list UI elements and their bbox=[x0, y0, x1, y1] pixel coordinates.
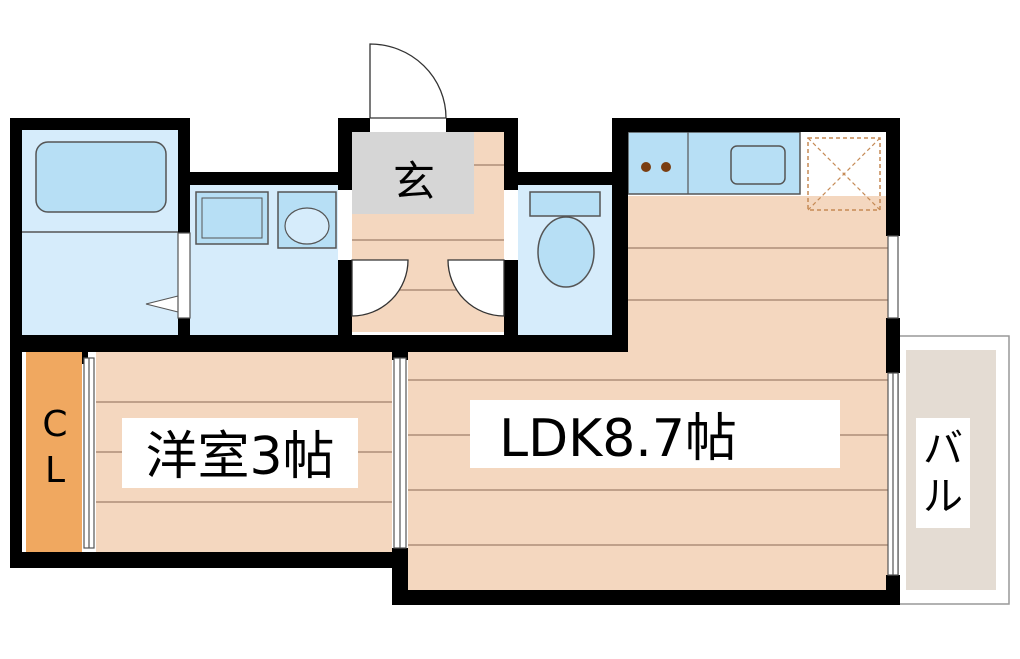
closet-label-bottom: L bbox=[45, 450, 65, 491]
washroom-door-swing bbox=[351, 259, 409, 317]
bathroom-door bbox=[177, 232, 191, 319]
fridge-space bbox=[807, 137, 881, 211]
floor-fills bbox=[22, 130, 1010, 605]
western-room-label-bg bbox=[122, 418, 358, 488]
door-swings bbox=[351, 43, 505, 317]
walls bbox=[10, 118, 900, 605]
toilet-door-swing bbox=[447, 259, 505, 317]
balcony-label-top: バ bbox=[923, 426, 963, 472]
bathtub bbox=[35, 141, 167, 213]
openings bbox=[83, 232, 899, 576]
stove-burner bbox=[661, 162, 671, 172]
fixtures bbox=[22, 131, 881, 313]
entrance-label: 玄 bbox=[393, 157, 435, 206]
ldk-floor bbox=[408, 196, 888, 590]
entrance-tile bbox=[352, 132, 474, 214]
closet-label-top: C bbox=[42, 404, 67, 445]
balcony-label-bottom: ル bbox=[923, 474, 963, 520]
kitchen-sink bbox=[730, 145, 786, 185]
toilet-bowl bbox=[537, 216, 595, 288]
closet-floor bbox=[26, 352, 82, 552]
ldk-label-bg bbox=[470, 400, 840, 468]
ldk-label: LDK8.7帖 bbox=[499, 409, 737, 469]
western-room-label: 洋室3帖 bbox=[145, 427, 334, 487]
stove-burner bbox=[641, 162, 651, 172]
toilet-tank bbox=[529, 191, 601, 217]
balcony-label-bg bbox=[916, 418, 970, 528]
ldk-window bbox=[887, 235, 899, 319]
washbasin bbox=[195, 191, 269, 245]
front-door-swing bbox=[369, 43, 447, 119]
